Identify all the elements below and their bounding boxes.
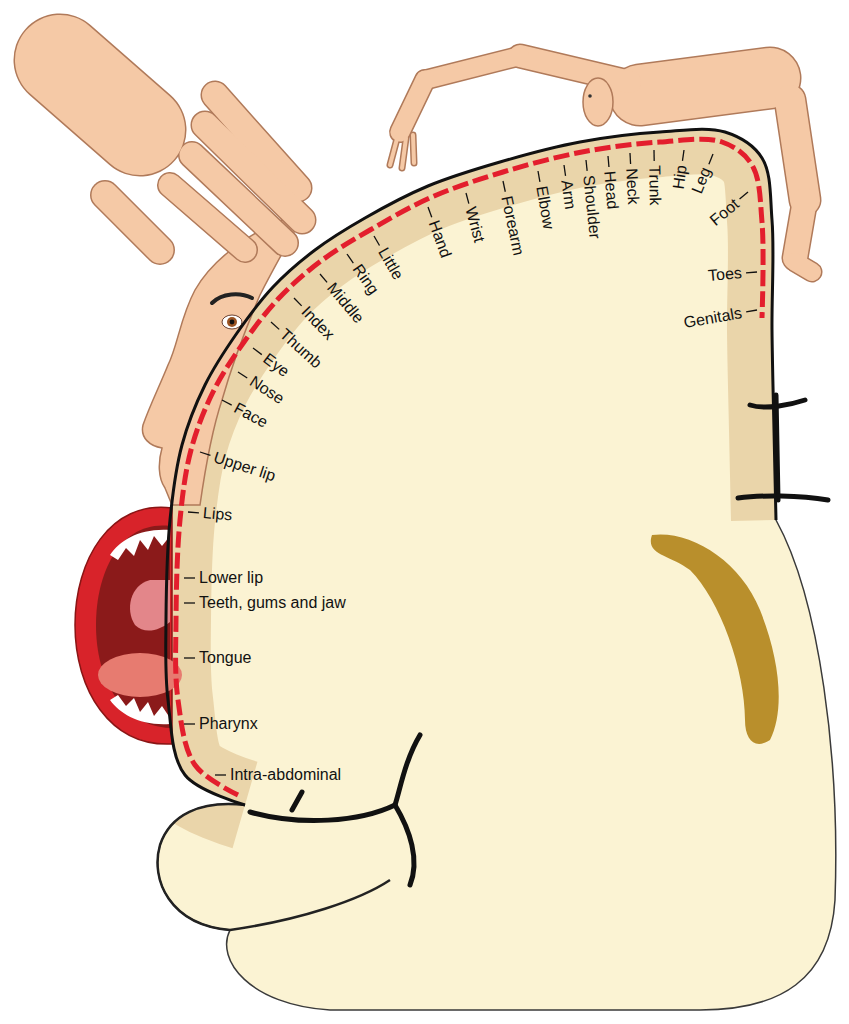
mouth-inside: [96, 526, 170, 728]
region-label: Leg: [689, 165, 716, 197]
leader-line: [746, 310, 757, 312]
region-label: Index: [298, 303, 338, 344]
region-label: Elbow: [532, 184, 558, 230]
leader-line: [682, 150, 684, 161]
gray-matter: [166, 129, 776, 805]
leader-line: [629, 153, 631, 164]
sulcus-line: [738, 496, 828, 500]
ventricle: [651, 534, 779, 743]
region-label: Hip: [669, 164, 691, 190]
region-label: Little: [374, 245, 407, 283]
pupil: [230, 320, 235, 325]
region-label: Trunk: [645, 165, 664, 206]
region-label: Tongue: [199, 649, 252, 667]
body-head: [583, 78, 613, 126]
leader-line: [607, 156, 609, 167]
leader-line: [184, 657, 195, 658]
region-label: Lower lip: [199, 569, 263, 587]
leader-line: [184, 723, 195, 724]
leader-line: [709, 154, 713, 164]
leader-line: [215, 774, 226, 775]
leader-line: [238, 372, 247, 378]
leader-line: [320, 274, 327, 282]
leader-line: [200, 452, 210, 455]
region-label: Wrist: [461, 205, 488, 245]
region-label: Hand: [424, 218, 454, 260]
leader-line: [184, 602, 195, 603]
leader-line: [294, 298, 302, 306]
region-label: Foot: [706, 195, 742, 230]
hand-figure: [60, 60, 302, 250]
leader-line: [428, 207, 432, 217]
region-label: Eye: [259, 350, 292, 381]
eyebrow: [212, 294, 252, 303]
sulcus-line: [292, 792, 302, 810]
leader-line: [503, 181, 505, 192]
leader-line: [466, 193, 469, 204]
leader-line: [538, 171, 540, 182]
sensory-strip: [176, 139, 763, 795]
region-label: Intra-abdominal: [230, 766, 341, 784]
region-label: Face: [231, 399, 271, 432]
leader-line: [586, 160, 587, 171]
leader-line: [653, 150, 654, 161]
region-label: Genitals: [683, 304, 744, 332]
region-label: Arm: [557, 179, 579, 211]
leader-line: [188, 511, 199, 513]
temporal-outline: [158, 804, 390, 930]
region-label: Pharynx: [199, 715, 258, 733]
region-label: Shoulder: [578, 174, 603, 240]
region-label: Upper lip: [211, 448, 278, 485]
uvula: [130, 580, 170, 631]
body-figure: [390, 56, 812, 272]
cortex-outline: [166, 129, 776, 805]
sulcus-line: [395, 735, 420, 805]
sulcus: [250, 395, 828, 885]
lower-teeth: [110, 695, 170, 724]
leader-line: [253, 348, 262, 355]
region-label: Teeth, gums and jaw: [199, 594, 346, 612]
sulcus-line: [395, 805, 414, 885]
leader-line: [271, 322, 279, 329]
region-label: Ring: [348, 261, 382, 299]
region-label: Neck: [622, 168, 642, 205]
body-eye: [588, 94, 592, 98]
leader-line: [746, 271, 757, 273]
sulcus-line: [250, 805, 395, 820]
leader-line: [347, 254, 353, 263]
eye: [222, 315, 242, 329]
leader-line: [184, 577, 195, 578]
sulcus-line: [750, 400, 805, 407]
leader-line: [564, 165, 566, 176]
leader-line: [740, 192, 748, 199]
region-label: Toes: [707, 264, 742, 285]
region-label: Head: [600, 170, 622, 210]
iris: [227, 317, 237, 327]
region-label: Lips: [202, 504, 233, 525]
leader-line: [374, 236, 380, 246]
region-label: Forearm: [497, 194, 528, 257]
leader-line: [222, 400, 232, 405]
tongue: [98, 653, 182, 697]
lips: [75, 507, 172, 744]
upper-teeth: [110, 530, 170, 560]
